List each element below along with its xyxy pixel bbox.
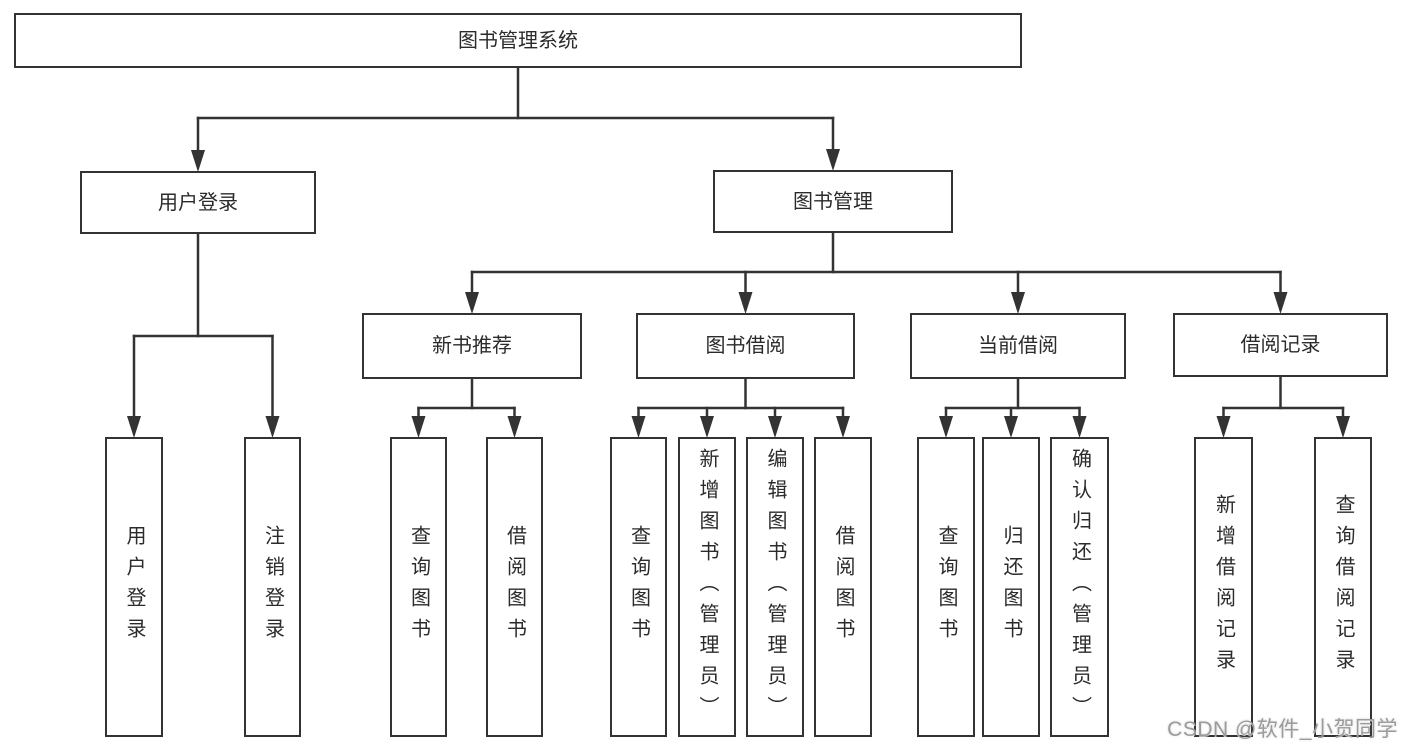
node-borrow-records: 借阅记录 xyxy=(1173,313,1388,377)
node-label: 当前借阅 xyxy=(978,335,1058,357)
node-label: 注销登录 xyxy=(261,525,284,649)
node-label: 图书管理 xyxy=(793,190,873,213)
node-book-mgmt: 图书管理 xyxy=(713,170,953,233)
node-label: 查询图书 xyxy=(627,525,650,649)
node-cb-query-book: 查询图书 xyxy=(917,437,975,737)
node-current-borrow: 当前借阅 xyxy=(910,313,1126,379)
node-user-login-leaf: 用户登录 xyxy=(105,437,163,737)
node-label: 图书管理系统 xyxy=(458,29,578,52)
node-label: 查询图书 xyxy=(935,525,957,649)
node-root: 图书管理系统 xyxy=(14,13,1022,68)
node-label: 借阅图书 xyxy=(503,525,526,649)
node-rec-borrow-book: 借阅图书 xyxy=(486,437,543,737)
node-label: 借阅记录 xyxy=(1240,334,1321,356)
node-label: 新增借阅记录 xyxy=(1212,494,1235,680)
node-bb-query-book: 查询图书 xyxy=(610,437,667,737)
node-label: 查询图书 xyxy=(407,525,430,649)
node-cb-return-book: 归还图书 xyxy=(982,437,1040,737)
node-book-borrow: 图书借阅 xyxy=(636,313,855,379)
node-bb-edit-book: 编辑图书（管理员） xyxy=(746,437,804,737)
node-bb-add-book: 新增图书（管理员） xyxy=(678,437,736,737)
node-label: 用户登录 xyxy=(158,191,238,214)
node-label: 新增图书（管理员） xyxy=(696,447,718,727)
node-bb-borrow-book: 借阅图书 xyxy=(814,437,872,737)
node-br-add-record: 新增借阅记录 xyxy=(1194,437,1253,737)
node-label: 借阅图书 xyxy=(832,525,854,649)
node-new-book-rec: 新书推荐 xyxy=(362,313,582,379)
node-label: 图书借阅 xyxy=(705,335,786,357)
node-label: 确认归还（管理员） xyxy=(1068,447,1091,727)
node-logout: 注销登录 xyxy=(244,437,301,737)
node-user-login: 用户登录 xyxy=(80,171,316,234)
node-label: 归还图书 xyxy=(1000,525,1022,649)
node-br-query-record: 查询借阅记录 xyxy=(1314,437,1372,737)
node-cb-confirm-return: 确认归还（管理员） xyxy=(1050,437,1109,737)
node-label: 查询借阅记录 xyxy=(1332,494,1354,680)
node-label: 编辑图书（管理员） xyxy=(764,447,786,727)
node-label: 新书推荐 xyxy=(432,335,512,357)
node-rec-query-book: 查询图书 xyxy=(390,437,447,737)
node-label: 用户登录 xyxy=(123,525,145,649)
